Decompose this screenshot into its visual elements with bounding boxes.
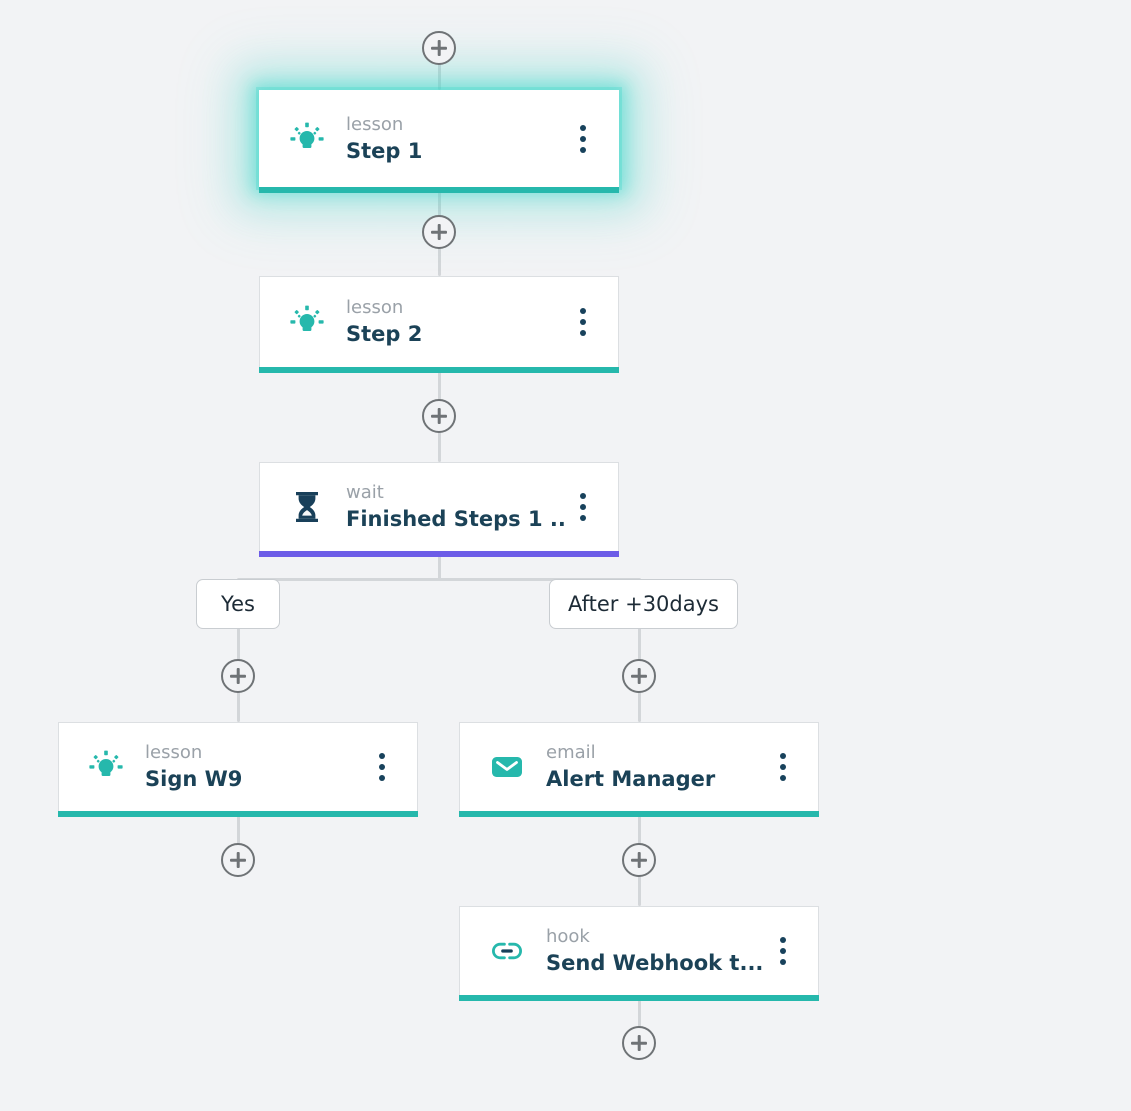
connector-add-to-wait [438,432,441,462]
node-text-group: lesson Step 2 [346,296,566,348]
node-kind-label: hook [546,926,590,948]
connector-step1-to-add [438,188,441,230]
kebab-menu-icon[interactable] [566,487,600,527]
node-title-label: Finished Steps 1 ... [346,506,566,531]
add-node-button-between-step-1-and-step-2[interactable] [422,215,456,249]
lightbulb-icon [286,118,328,160]
connector-step2-to-add [438,372,441,414]
node-text-group: lesson Sign W9 [145,741,365,793]
node-accent-bar [259,187,619,193]
node-title-label: Step 2 [346,321,423,346]
workflow-node-alert-manager[interactable]: email Alert Manager [459,722,819,817]
connector-add-to-send-webhook [638,876,641,906]
link-icon [486,930,528,972]
node-accent-bar [459,995,819,1001]
kebab-menu-icon[interactable] [566,119,600,159]
add-node-button-after-alert-manager[interactable] [622,843,656,877]
node-text-group: lesson Step 1 [346,113,566,165]
lightbulb-icon [85,746,127,788]
add-node-button-between-step-2-and-wait[interactable] [422,399,456,433]
node-accent-bar [259,551,619,557]
workflow-node-sign-w9[interactable]: lesson Sign W9 [58,722,418,817]
connector-add-to-step2 [438,248,441,276]
add-node-button-after-sign-w9[interactable] [221,843,255,877]
node-title-label: Send Webhook t... [546,950,764,975]
connector-top-to-step1 [438,60,441,90]
node-accent-bar [259,367,619,373]
connector-alert-manager-to-add [638,816,641,844]
connector-send-webhook-to-add [638,1000,641,1028]
workflow-node-wait[interactable]: wait Finished Steps 1 ... [259,462,619,557]
node-text-group: hook Send Webhook t... [546,925,766,977]
node-kind-label: wait [346,482,384,504]
lightbulb-icon [286,301,328,343]
add-node-button-branch-after-30days[interactable] [622,659,656,693]
node-accent-bar [459,811,819,817]
connector-add-to-alert-manager [638,692,641,722]
connector-yes-label-to-add [237,628,240,660]
connector-after-label-to-add [638,628,641,660]
node-kind-label: lesson [145,742,203,764]
node-accent-bar [58,811,418,817]
node-text-group: email Alert Manager [546,741,766,793]
node-text-group: wait Finished Steps 1 ... [346,481,566,533]
connector-branch-split-bar [238,578,640,581]
add-node-button-after-send-webhook[interactable] [622,1026,656,1060]
connector-sign-w9-to-add [237,816,240,844]
node-title-label: Alert Manager [546,766,716,791]
node-title-label: Step 1 [346,138,423,163]
node-kind-label: email [546,742,596,764]
branch-label-after-30days[interactable]: After +30days [549,579,738,629]
kebab-menu-icon[interactable] [766,747,800,787]
connector-add-to-sign-w9 [237,692,240,722]
kebab-menu-icon[interactable] [365,747,399,787]
workflow-node-send-webhook[interactable]: hook Send Webhook t... [459,906,819,1001]
kebab-menu-icon[interactable] [766,931,800,971]
add-node-button-above-step-1[interactable] [422,31,456,65]
envelope-icon [486,746,528,788]
branch-label-yes[interactable]: Yes [196,579,280,629]
connector-wait-to-split [438,556,441,580]
hourglass-icon [286,486,328,528]
kebab-menu-icon[interactable] [566,302,600,342]
workflow-node-step-2[interactable]: lesson Step 2 [259,276,619,373]
node-kind-label: lesson [346,297,404,319]
add-node-button-branch-yes[interactable] [221,659,255,693]
node-title-label: Sign W9 [145,766,243,791]
node-kind-label: lesson [346,114,404,136]
workflow-node-step-1[interactable]: lesson Step 1 [259,90,619,193]
